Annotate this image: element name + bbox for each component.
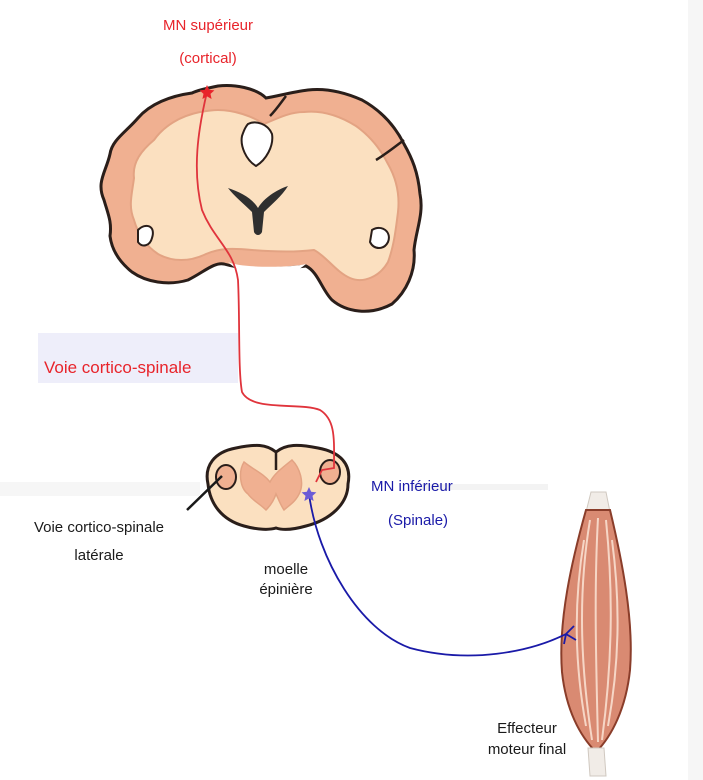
lower-mn-subtitle: (Spinale) (388, 511, 448, 531)
left-lateral-tract (216, 465, 236, 489)
spinal-cord-section (187, 445, 349, 529)
effector-label-line2: moteur final (472, 740, 582, 760)
upper-mn-subtitle: (cortical) (118, 49, 298, 69)
lateral-pathway-label-line2: latérale (6, 546, 192, 566)
spinal-cord-label-line1: moelle (236, 560, 336, 580)
lateral-pathway-label-line1: Voie cortico-spinale (6, 518, 192, 538)
background-band (0, 482, 200, 496)
upper-mn-title: MN supérieur (118, 16, 298, 36)
pathway-label: Voie cortico-spinale (44, 358, 191, 378)
spinal-cord-label-line2: épinière (236, 580, 336, 600)
muscle-lower-tendon (588, 748, 606, 776)
brain-coronal-section (101, 86, 421, 312)
effector-label-line1: Effecteur (472, 719, 582, 739)
lower-mn-title: MN inférieur (371, 477, 453, 497)
left-ventricle-notch (138, 226, 153, 246)
right-ventricle-notch (370, 228, 389, 248)
right-lateral-tract (320, 460, 340, 484)
